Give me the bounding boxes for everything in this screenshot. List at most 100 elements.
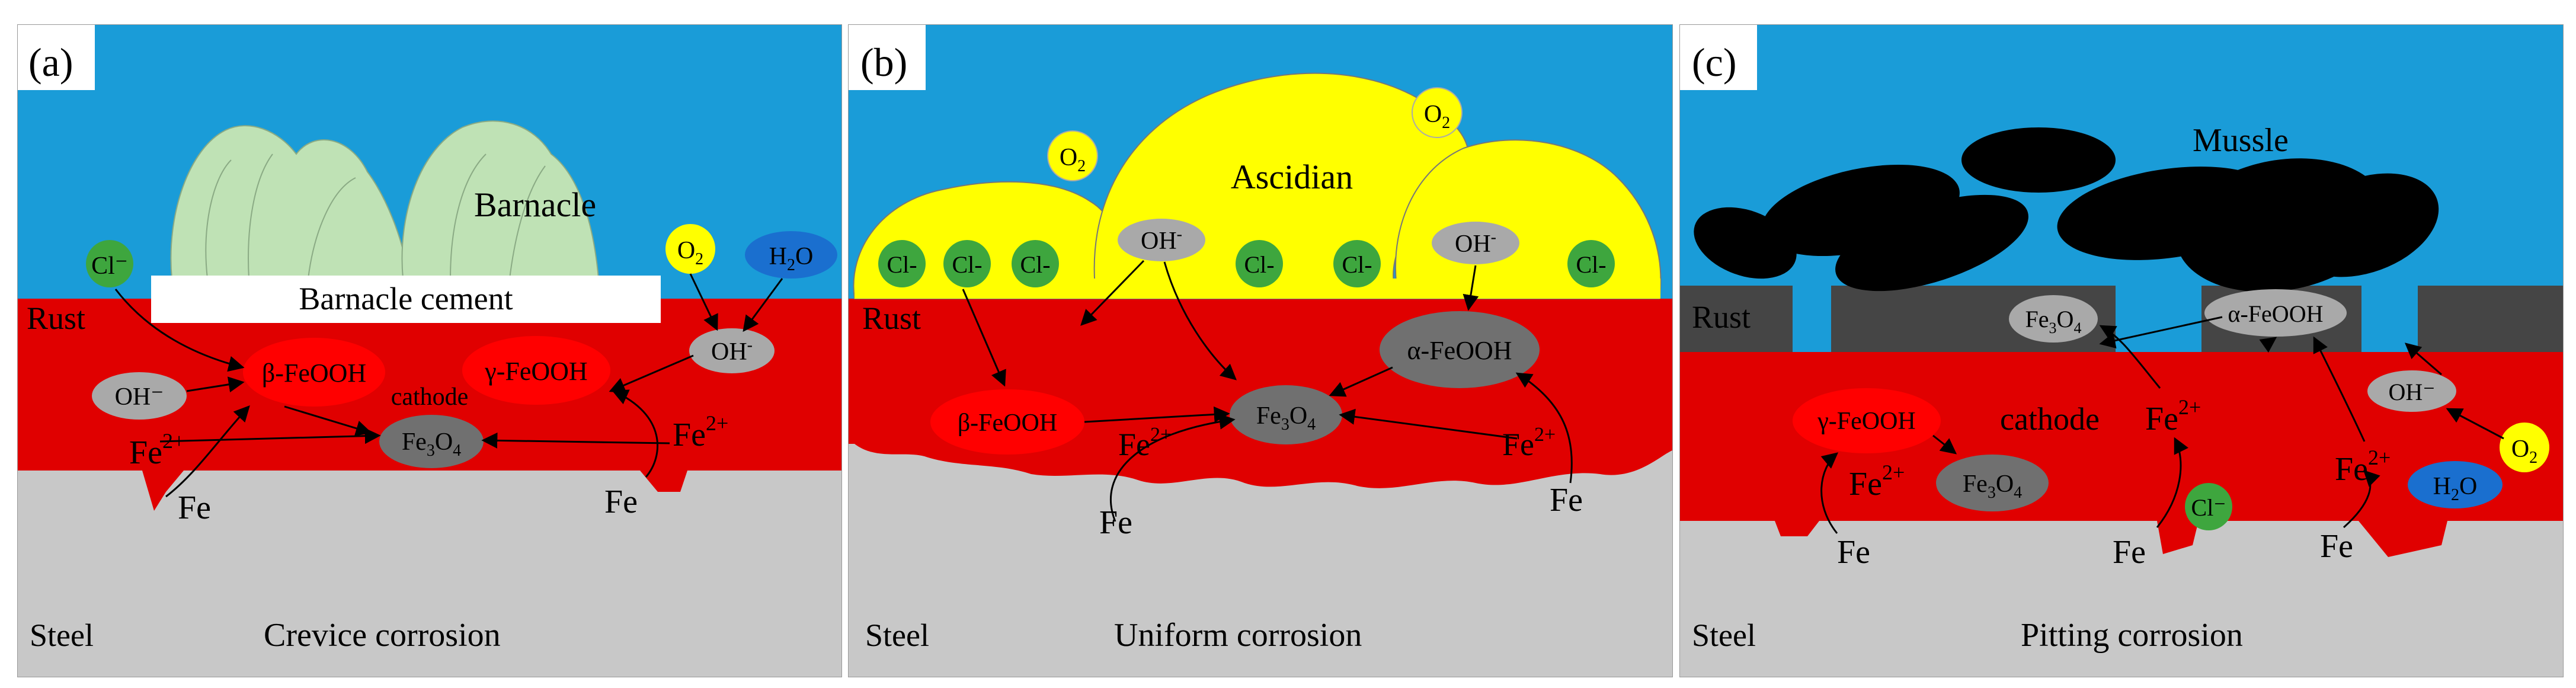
hydroxide <box>1432 222 1519 264</box>
hydroxide-label: OH- <box>1141 225 1182 255</box>
rust-label: Rust <box>862 300 921 336</box>
iron-left: Fe <box>178 489 211 526</box>
chloride-label: Cl- <box>952 251 982 278</box>
pit-right <box>640 471 687 492</box>
oxygen-molecule <box>1047 130 1098 181</box>
barnacle-label: Barnacle <box>474 185 596 224</box>
iron-right: Fe <box>1550 482 1583 519</box>
oxygen-label: O2 <box>1424 101 1450 132</box>
gamma-feooh <box>462 336 610 405</box>
hydroxide-left-label: OH⁻ <box>115 383 164 411</box>
panel-letter: (c) <box>1692 40 1736 85</box>
chloride-label: Cl- <box>1342 251 1372 278</box>
hydroxide-left <box>92 372 187 420</box>
chloride-ion <box>1567 240 1615 287</box>
hydroxide-right <box>689 328 775 373</box>
magnetite-label: Fe3O4 <box>1256 402 1316 434</box>
oxygen-molecule <box>1412 87 1463 138</box>
iron-b: Fe <box>2113 534 2146 571</box>
panel-c: Mussle (c) Rust Steel Pitting corrosion … <box>1679 24 2564 677</box>
chloride-label: Cl- <box>887 251 917 278</box>
oxygen-molecule <box>2500 423 2549 472</box>
panel-caption: Crevice corrosion <box>264 617 501 654</box>
chloride-label: Cl⁻ <box>2191 494 2226 521</box>
barnacle-cement-label: Barnacle cement <box>299 281 513 316</box>
panel-letter-box <box>1680 25 1757 90</box>
chloride-ion <box>2185 483 2232 530</box>
steel-label: Steel <box>865 617 929 653</box>
water-molecule <box>2408 461 2503 508</box>
pit-right <box>2359 521 2447 557</box>
chloride-ion <box>1236 240 1283 287</box>
iron-c: Fe <box>2320 528 2353 565</box>
rust-label: Rust <box>27 300 85 336</box>
iron-right: Fe <box>604 484 638 520</box>
steel-label: Steel <box>30 617 94 653</box>
panel-letter-box <box>18 25 95 90</box>
water-molecule <box>745 231 837 279</box>
beta-feooh <box>243 338 385 407</box>
magnetite <box>1936 455 2049 511</box>
magnetite-label: Fe3O4 <box>2025 306 2082 337</box>
ferrous-ion-right: Fe2+ <box>673 411 728 453</box>
steel-label: Steel <box>1692 617 1756 653</box>
magnetite-label: Fe3O4 <box>402 428 461 460</box>
panel-b: Ascidian (b) Rust Steel Uniform corrosio… <box>848 24 1673 677</box>
barnacle <box>170 120 600 279</box>
hydroxide-label: OH- <box>1455 228 1496 258</box>
oxygen-label: O2 <box>1060 144 1086 175</box>
ferrous-ion: Fe2+ <box>2145 395 2201 437</box>
reaction-arrows <box>114 273 783 498</box>
panel-a: Barnacle Barnacle cement (a) Rust Steel … <box>17 24 842 677</box>
beta-feooh <box>930 389 1084 455</box>
hydroxide-label: OH⁻ <box>2389 379 2436 405</box>
chloride-label: Cl- <box>1576 251 1606 278</box>
gamma-feooh-label: γ-FeOOH <box>1817 408 1916 435</box>
beta-feooh-label: β-FeOOH <box>958 409 1057 437</box>
alpha-feooh-label: α-FeOOH <box>1407 336 1512 365</box>
oxygen-label: O2 <box>2511 436 2537 467</box>
magnetite-label: Fe3O4 <box>1963 471 2022 502</box>
chloride-label: Cl- <box>1020 251 1050 278</box>
ferrous-ion: Fe2+ <box>1502 424 1556 462</box>
cathode-label: cathode <box>391 383 469 411</box>
chloride-ion <box>1012 240 1059 287</box>
chloride-ion <box>943 240 991 287</box>
ferrous-ion: Fe2+ <box>1849 460 1905 503</box>
mussel <box>1694 127 2439 292</box>
panel-letter: (a) <box>28 40 73 85</box>
magnetite <box>379 415 484 468</box>
barnacle-cement <box>151 276 661 323</box>
chloride-label: Cl⁻ <box>91 252 128 280</box>
alpha-feooh <box>2204 289 2347 337</box>
cathode-label: cathode <box>2000 401 2100 437</box>
hydroxide-right-label: OH- <box>711 336 753 366</box>
iron-a: Fe <box>1837 534 1870 571</box>
rust-label: Rust <box>1692 299 1751 335</box>
oxygen-molecule <box>665 224 715 274</box>
water-label: H2O <box>769 243 814 274</box>
ascidian-label: Ascidian <box>1231 158 1353 196</box>
mussel-label: Mussle <box>2193 122 2289 159</box>
reaction-arrows <box>1820 316 2504 534</box>
panel-letter: (b) <box>860 40 907 85</box>
hydroxide <box>2367 370 2456 412</box>
iron-left: Fe <box>1099 504 1132 541</box>
magnetite-top <box>2009 295 2098 343</box>
magnetite <box>1230 385 1342 444</box>
oxygen-label: O2 <box>677 237 703 268</box>
gamma-feooh <box>1793 388 1941 453</box>
water-label: H2O <box>2433 473 2478 504</box>
pit-middle <box>2157 521 2199 554</box>
pit-left <box>1775 521 1819 536</box>
hydroxide <box>1118 219 1205 261</box>
panel-letter-box <box>849 25 926 90</box>
ferrous-ion: Fe2+ <box>2335 446 2391 488</box>
alpha-feooh <box>1380 311 1540 388</box>
chloride-ion <box>878 240 926 287</box>
beta-feooh-label: β-FeOOH <box>262 359 366 388</box>
chloride-label: Cl- <box>1244 251 1274 278</box>
alpha-feooh-label: α-FeOOH <box>2228 300 2324 327</box>
chloride-ion <box>1333 240 1381 287</box>
panel-caption: Uniform corrosion <box>1114 617 1362 654</box>
